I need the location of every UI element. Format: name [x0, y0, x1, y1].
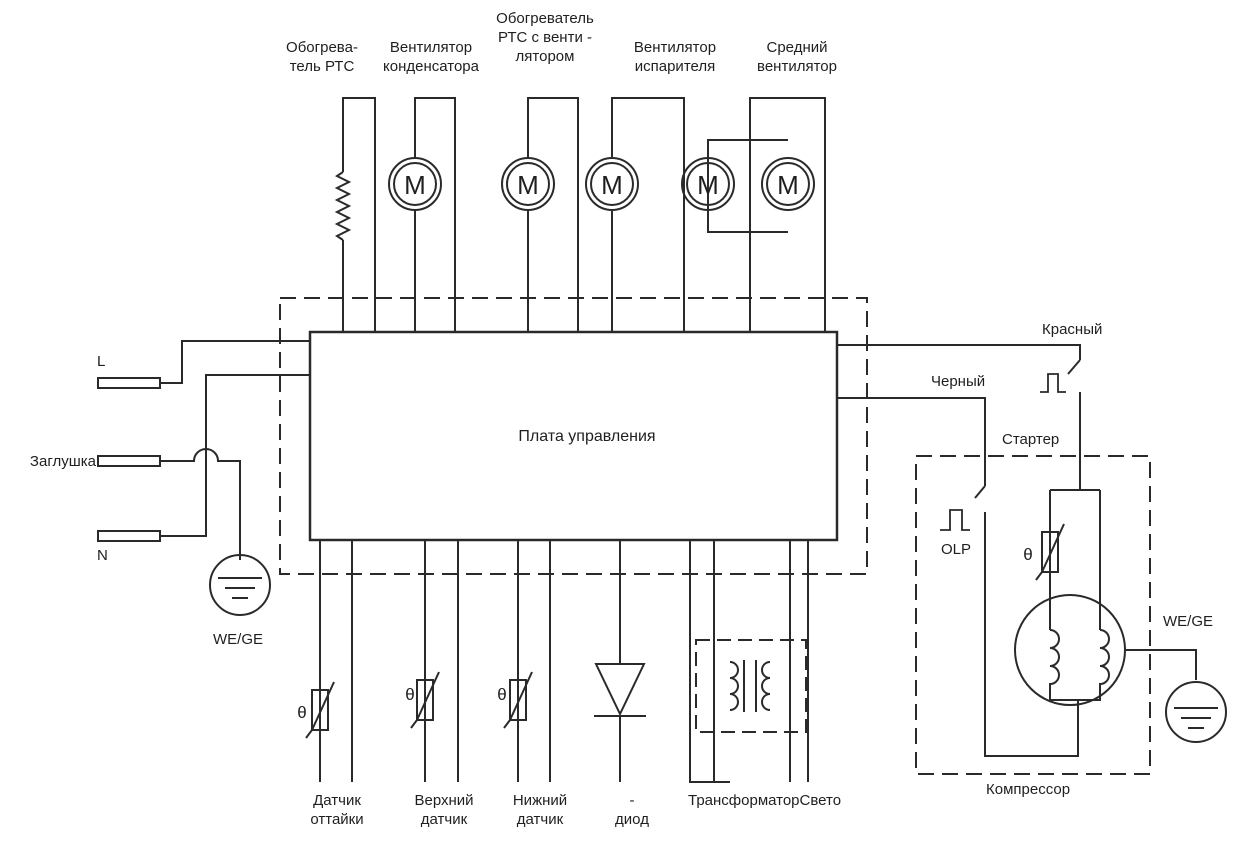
theta-symbol: θ	[405, 685, 414, 704]
black-wire-label: Черный	[931, 373, 986, 390]
ptc-heater-label: Обогрева- тель РТС	[286, 39, 358, 75]
olp-label: OLP	[941, 541, 972, 558]
theta-symbol: θ	[297, 703, 306, 722]
motor-letter: M	[777, 170, 799, 200]
black-wire	[837, 397, 1079, 757]
upper-sensor-label: Верхний датчик	[414, 792, 474, 828]
defrost-sensor	[305, 540, 353, 782]
ptc-heater-fan-motor	[501, 97, 579, 332]
motor-letter: M	[517, 170, 539, 200]
neutral-n-wire	[97, 374, 310, 542]
middle-fan-label: Средний вентилятор	[757, 39, 837, 75]
condenser-fan-motor	[388, 97, 456, 332]
theta-symbol: θ	[497, 685, 506, 704]
board-enclosure	[279, 297, 868, 575]
control-board-label: Плата управления	[518, 428, 656, 445]
plug-ground-wire	[97, 448, 271, 616]
ground-right-label: WE/GE	[1163, 613, 1214, 630]
ptc-heater-fan-label: Обогреватель РТС с венти - лятором	[496, 10, 594, 65]
compressor-label: Компрессор	[986, 781, 1071, 798]
evaporator-fan-label: Вентилятор испарителя	[633, 39, 717, 75]
control-board	[308, 330, 839, 542]
line-l-label: L	[97, 353, 106, 370]
motor-letter: M	[601, 170, 623, 200]
starter-thermistor	[1035, 489, 1101, 630]
condenser-fan-label: Вентилятор конденсатора	[383, 39, 479, 75]
upper-sensor	[410, 540, 459, 782]
lower-sensor-label: Нижний датчик	[512, 792, 568, 828]
transformer-light-label: ТрансформаторСвето	[688, 792, 842, 809]
transformer-symbol	[689, 540, 809, 783]
lower-sensor	[503, 540, 551, 782]
red-wire	[837, 344, 1081, 490]
plug-label: Заглушка	[29, 453, 96, 470]
red-wire-label: Красный	[1042, 321, 1103, 338]
diode-label: - диод	[615, 792, 649, 828]
compressor-enclosure	[915, 455, 1151, 775]
motor-letter: M	[697, 170, 719, 200]
compressor-motor	[1014, 594, 1126, 706]
middle-fan-motors	[681, 97, 826, 332]
neutral-n-label: N	[97, 547, 108, 564]
theta-symbol: θ	[1023, 545, 1032, 564]
ground-left-label: WE/GE	[213, 631, 264, 648]
motor-letter: M	[404, 170, 426, 200]
evaporator-fan-motor	[585, 97, 685, 332]
line-l-wire	[97, 340, 310, 389]
right-ground	[1125, 649, 1227, 743]
diode-symbol	[594, 540, 646, 782]
starter-label: Стартер	[1002, 431, 1060, 448]
ptc-heater-resistor	[334, 97, 376, 332]
starter-pulse-icon	[1040, 373, 1066, 393]
olp-pulse-icon	[940, 509, 970, 531]
defrost-sensor-label: Датчик оттайки	[310, 792, 364, 828]
